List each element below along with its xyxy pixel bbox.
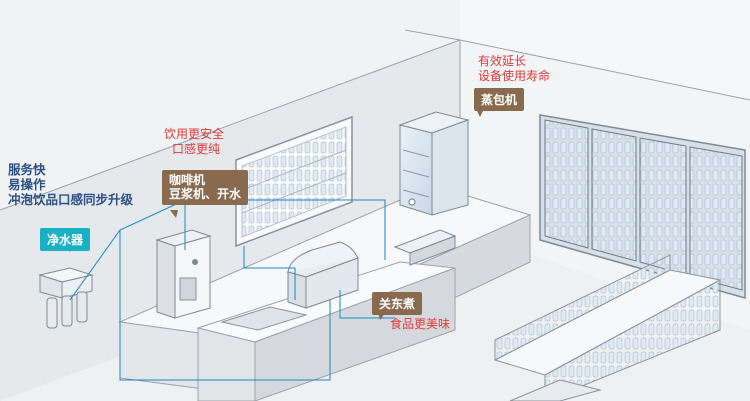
grill-unit: [393, 229, 457, 266]
beverage-fridges: [539, 114, 746, 299]
oden-cooker: [286, 241, 360, 309]
coffee-tag-pointer: [170, 210, 178, 218]
wall-drink-display: [235, 115, 353, 248]
steamer-tag: 蒸包机: [474, 88, 525, 111]
coffee-tag: 咖啡机 豆浆机、开水: [162, 170, 249, 205]
oden-benefit: 食品更美味: [390, 317, 451, 331]
coffee-benefit-1: 饮用更安全: [164, 127, 225, 141]
grocery-shelves: [493, 254, 722, 401]
coffee-tag-line-1: 咖啡机: [169, 173, 206, 187]
water-purifier: [38, 267, 94, 329]
steamer-benefit-2: 设备使用寿命: [478, 69, 551, 83]
steamer-cabinet: [398, 111, 470, 216]
coffee-benefit-2: 口感更纯: [172, 142, 221, 156]
purifier-tag: 净水器: [40, 228, 91, 251]
coffee-machine: [155, 229, 212, 319]
oden-tag: 关东煮: [372, 292, 423, 315]
steamer-benefit-1: 有效延长: [478, 54, 527, 68]
water-lines: [69, 199, 395, 381]
purifier-benefit-2: 易操作: [8, 177, 46, 192]
purifier-benefit-3: 冲泡饮品口感同步升级: [8, 192, 134, 207]
coffee-tag-line-2: 豆浆机、开水: [169, 187, 242, 202]
steamer-tag-pointer: [476, 109, 484, 117]
purifier-benefit-1: 服务快: [8, 162, 46, 177]
